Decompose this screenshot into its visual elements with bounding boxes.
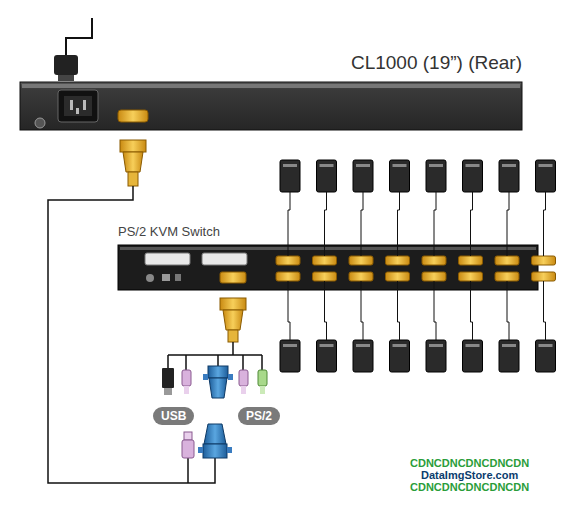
drive-bay [320, 344, 334, 347]
computer-icon [499, 340, 519, 372]
pc-cable [288, 192, 290, 256]
pc-port [532, 256, 556, 265]
pc-port [386, 256, 410, 265]
pc-port [422, 272, 446, 281]
computer-icon [499, 160, 519, 192]
pc-port [349, 256, 373, 265]
pc-cable [544, 192, 546, 256]
pc-port [349, 272, 373, 281]
pc-port [532, 272, 556, 281]
drive-bay [356, 164, 370, 167]
kvm-switch: PS/2 KVM Switch [118, 245, 538, 290]
computer-icon [353, 160, 373, 192]
drive-bay [283, 164, 297, 167]
pc-cable [398, 281, 400, 340]
pc-cable [471, 192, 473, 256]
drive-bay [466, 344, 480, 347]
device-title: PS/2 KVM Switch [118, 224, 220, 240]
pc-port [459, 272, 483, 281]
pc-port [313, 272, 337, 281]
pc-cable [288, 281, 290, 340]
drive-bay [429, 344, 443, 347]
pc-cable [398, 192, 400, 256]
pc-cable [361, 281, 363, 340]
computer-icon [536, 160, 556, 192]
pc-cable [325, 281, 327, 340]
watermark-text: DataImgStore.com [421, 469, 518, 482]
drive-bay [502, 164, 516, 167]
connector-type-pill: PS/2 [238, 407, 280, 425]
pc-cable [507, 281, 509, 340]
pc-cable [471, 281, 473, 340]
computer-icon [426, 160, 446, 192]
connector-label: USB [161, 409, 186, 423]
pc-port [495, 256, 519, 265]
watermark-text: CDNCDNCDNCDNCDN [410, 481, 529, 494]
computer-icon [426, 340, 446, 372]
drive-bay [466, 164, 480, 167]
device-title: CL1000 (19”) (Rear) [351, 52, 522, 74]
computer-icon [280, 340, 300, 372]
pc-cable [361, 192, 363, 256]
pc-cable [325, 192, 327, 256]
drive-bay [393, 164, 407, 167]
drive-bay [429, 164, 443, 167]
pc-port [459, 256, 483, 265]
pc-port [276, 256, 300, 265]
drive-bay [283, 344, 297, 347]
connector-label: PS/2 [246, 409, 272, 423]
computer-icon [353, 340, 373, 372]
pc-cable [434, 281, 436, 340]
computer-icon [317, 160, 337, 192]
drive-bay [356, 344, 370, 347]
connector-type-pill: USB [153, 407, 194, 425]
pc-port [386, 272, 410, 281]
drive-bay [539, 344, 553, 347]
drive-bay [502, 344, 516, 347]
pc-cable [507, 192, 509, 256]
rack-console-panel: CL1000 (19”) (Rear) [20, 82, 522, 130]
computer-icon [463, 160, 483, 192]
pc-cable [544, 281, 546, 340]
computer-icon [280, 160, 300, 192]
pc-cable [434, 192, 436, 256]
drive-bay [539, 164, 553, 167]
computer-icon [390, 160, 410, 192]
computer-icon [536, 340, 556, 372]
pc-port [313, 256, 337, 265]
pc-port [276, 272, 300, 281]
watermark-text: CDNCDNCDNCDNCDN [410, 457, 529, 470]
pc-port [422, 256, 446, 265]
drive-bay [393, 344, 407, 347]
drive-bay [320, 164, 334, 167]
computer-icon [390, 340, 410, 372]
computer-icon [317, 340, 337, 372]
computer-icon [463, 340, 483, 372]
pc-port [495, 272, 519, 281]
